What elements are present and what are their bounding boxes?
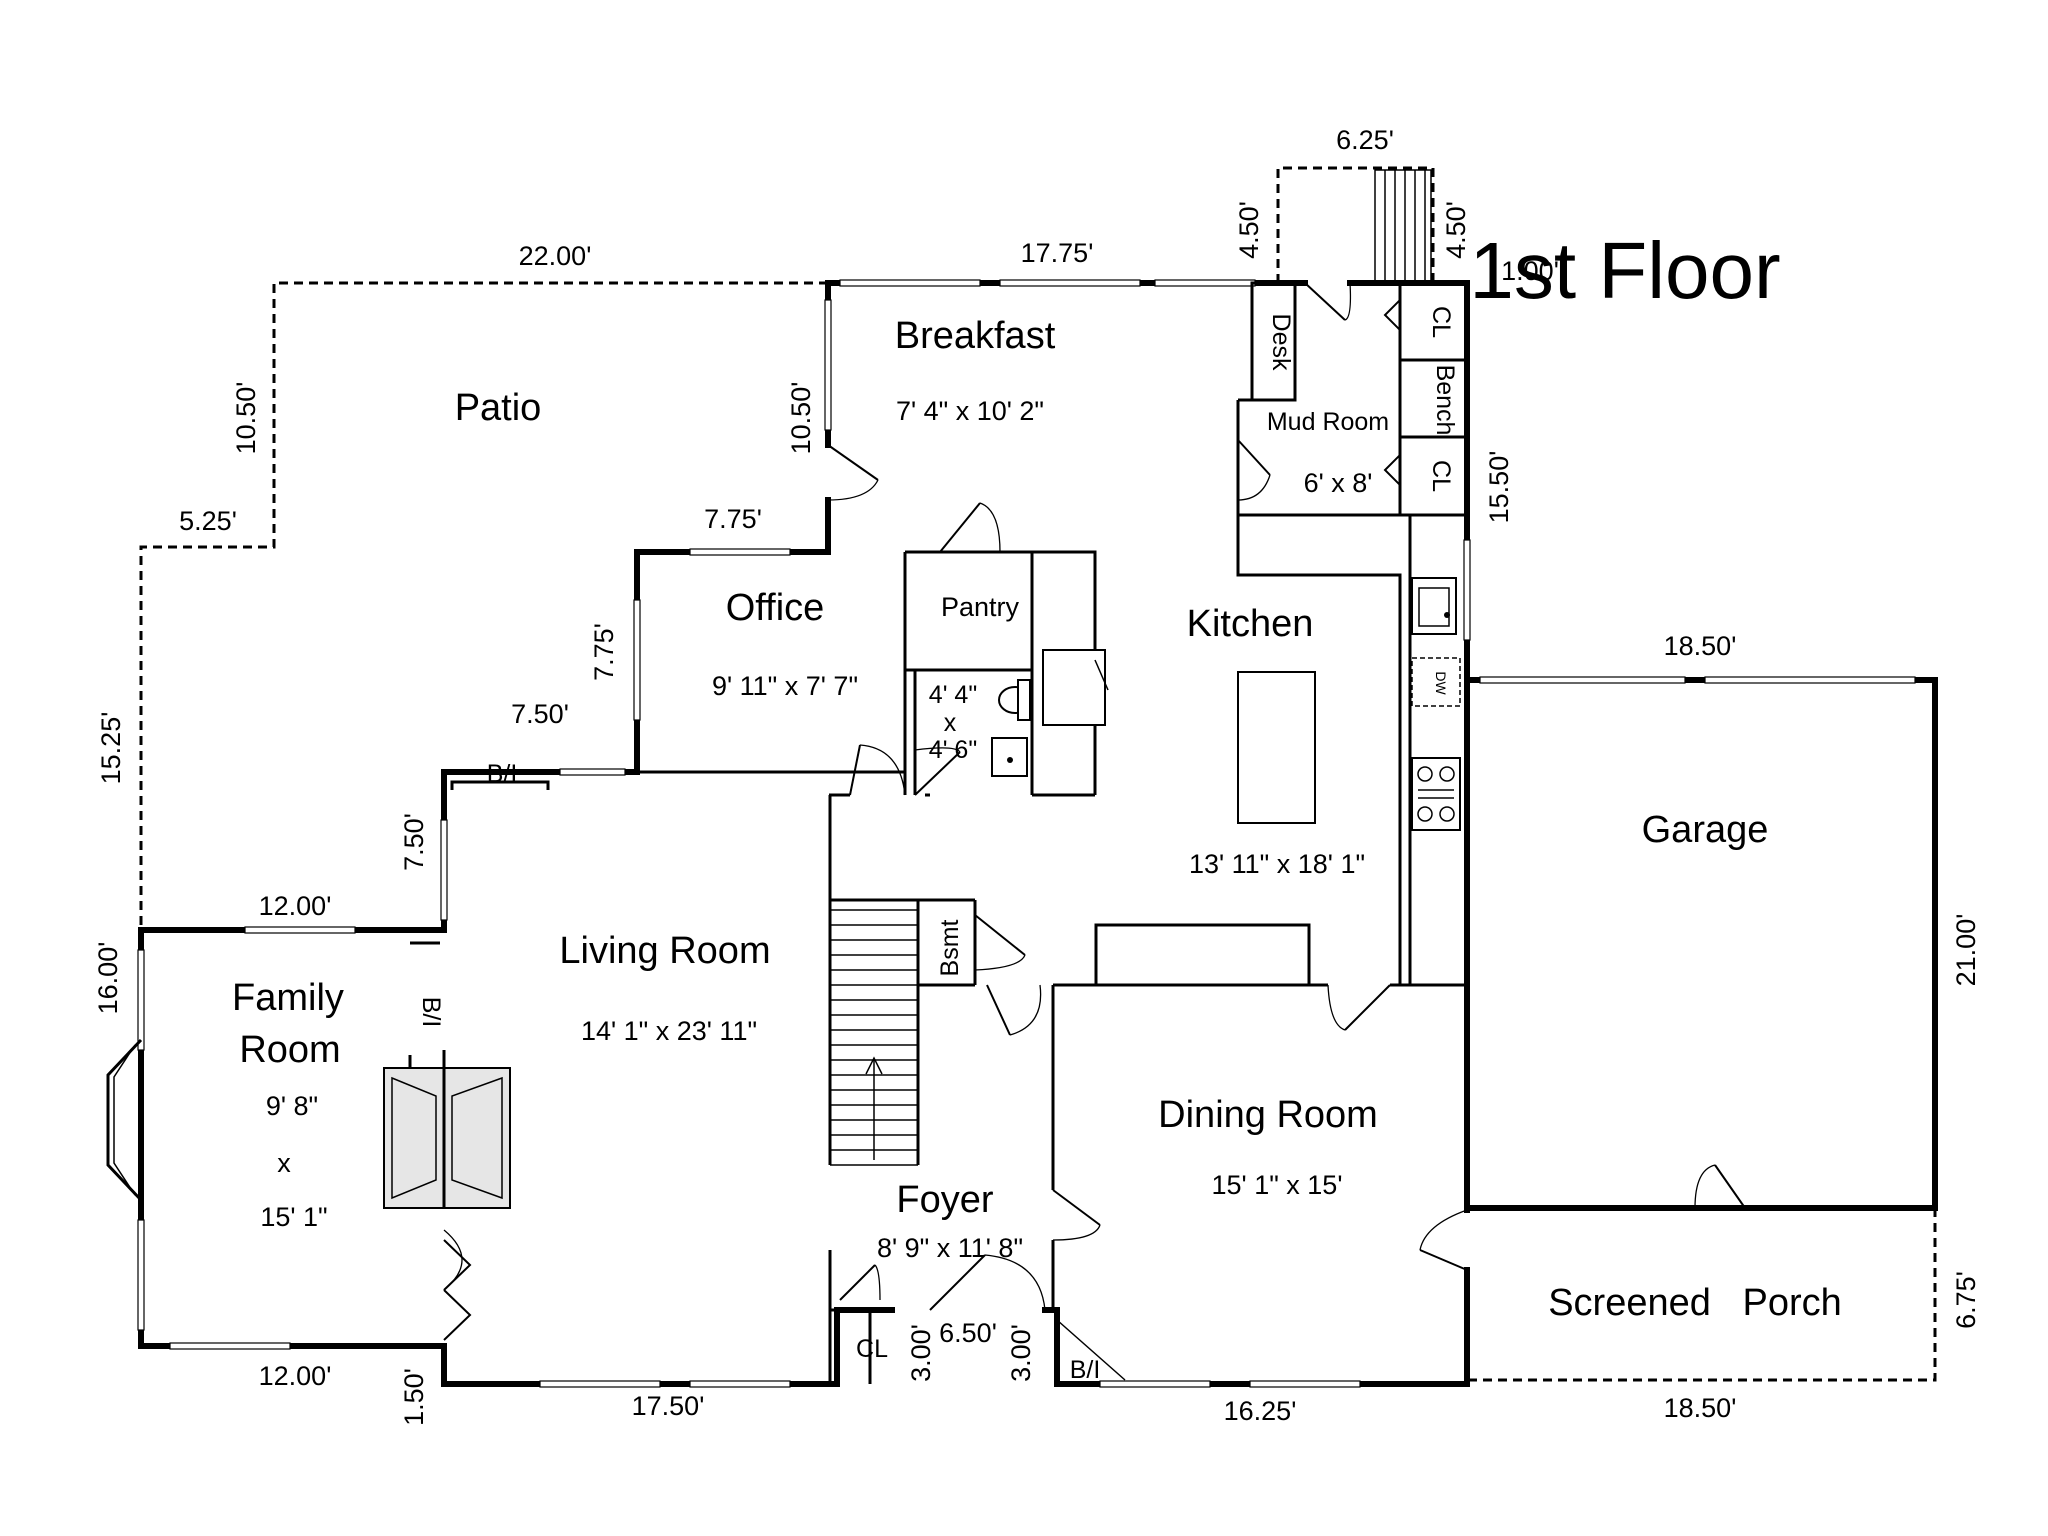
dishwasher-label: DW <box>1433 671 1449 695</box>
garage-label: Garage <box>1642 809 1769 851</box>
living-room-label: Living Room <box>559 930 770 972</box>
living-room-size: 14' 1" x 23' 11" <box>581 1016 757 1046</box>
desk-label: Desk <box>1267 314 1295 371</box>
dim-6-75: 6.75' <box>1951 1271 1981 1329</box>
builtin-living-label: B/I <box>487 760 518 788</box>
closet-label-2: CL <box>1427 460 1455 492</box>
staircase <box>830 909 918 1166</box>
bath-fixtures <box>991 679 1032 777</box>
dim-1-50: 1.50' <box>399 1368 429 1426</box>
office-size: 9' 11" x 7' 7" <box>712 671 858 701</box>
dim-16-00: 16.00' <box>93 942 123 1015</box>
pantry-label: Pantry <box>941 592 1020 622</box>
bath-size-line1: 4' 4" <box>929 681 977 709</box>
dim-15-25: 15.25' <box>96 712 126 785</box>
dim-6-25: 6.25' <box>1336 125 1394 155</box>
screened-porch-label: Screened Porch <box>1548 1282 1842 1324</box>
dim-3-00-a: 3.00' <box>906 1324 936 1382</box>
dashed-outlines <box>139 166 1937 1382</box>
stoop-steps <box>1374 169 1432 283</box>
office-label: Office <box>726 587 825 629</box>
dim-3-00-b: 3.00' <box>1006 1324 1036 1382</box>
range <box>1411 757 1461 831</box>
patio-label: Patio <box>455 387 542 429</box>
dim-17-50: 17.50' <box>632 1391 705 1421</box>
patio-outline <box>139 281 828 930</box>
office-built-in <box>1042 649 1109 726</box>
family-room-size-line1: 9' 8" <box>266 1091 318 1121</box>
bay-window <box>106 1038 143 1202</box>
dim-16-25: 16.25' <box>1224 1396 1297 1426</box>
screened-porch-outline <box>1467 1208 1937 1382</box>
doors <box>443 282 1746 1341</box>
mud-room-label: Mud Room <box>1267 408 1389 436</box>
basement-label: Bsmt <box>936 919 964 976</box>
windows <box>137 279 1916 1388</box>
family-room-size-line3: 15' 1" <box>260 1202 327 1232</box>
dim-7-50-a: 7.50' <box>511 699 569 729</box>
fireplace <box>383 1050 511 1209</box>
family-room-label-line2: Room <box>239 1029 340 1071</box>
kitchen-label: Kitchen <box>1187 603 1314 645</box>
dim-12-00-b: 12.00' <box>259 1361 332 1391</box>
dim-7-50-b: 7.50' <box>399 813 429 871</box>
page-title: 1st Floor <box>1469 226 1780 315</box>
builtin-family-label: B/I <box>417 997 445 1028</box>
kitchen-island <box>1237 671 1316 824</box>
kitchen-size: 13' 11" x 18' 1" <box>1189 849 1365 879</box>
family-room-label-line1: Family <box>232 977 344 1019</box>
breakfast-size: 7' 4" x 10' 2" <box>896 396 1044 426</box>
dim-4-50-a: 4.50' <box>1234 201 1264 259</box>
foyer-label: Foyer <box>896 1179 993 1221</box>
family-room-size-line2: x <box>277 1148 291 1178</box>
dim-10-50-a: 10.50' <box>231 382 261 455</box>
dim-15-50: 15.50' <box>1484 451 1514 524</box>
dim-17-75: 17.75' <box>1021 238 1094 268</box>
dim-6-50: 6.50' <box>939 1318 997 1348</box>
dim-7-75-b: 7.75' <box>589 623 619 681</box>
bath-size-line3: 4' 6" <box>929 736 977 764</box>
kitchen-sink <box>1411 577 1457 635</box>
breakfast-label: Breakfast <box>895 315 1056 357</box>
bath-size-line2: x <box>944 709 957 737</box>
dining-room-size: 15' 1" x 15' <box>1212 1170 1343 1200</box>
dim-18-50-b: 18.50' <box>1664 1393 1737 1423</box>
dim-5-25: 5.25' <box>179 506 237 536</box>
dim-22-00: 22.00' <box>519 241 592 271</box>
builtin-dining-label: B/I <box>1070 1356 1101 1384</box>
foyer-size: 8' 9" x 11' 8" <box>877 1233 1023 1263</box>
mud-room-size: 6' x 8' <box>1304 468 1373 498</box>
closet-label-3: CL <box>856 1335 888 1363</box>
dishwasher <box>1411 657 1461 707</box>
bench-label: Bench <box>1431 365 1459 436</box>
dim-1-00: 1.00' <box>1501 256 1559 286</box>
dim-10-50-b: 10.50' <box>786 382 816 455</box>
dim-4-50-b: 4.50' <box>1441 201 1471 259</box>
dim-7-75-a: 7.75' <box>704 504 762 534</box>
closet-label-1: CL <box>1427 306 1455 338</box>
dim-18-50-a: 18.50' <box>1664 631 1737 661</box>
dining-room-label: Dining Room <box>1158 1094 1378 1136</box>
dim-12-00-a: 12.00' <box>259 891 332 921</box>
stoop-outline <box>1276 166 1435 283</box>
dim-21-00: 21.00' <box>1951 914 1981 987</box>
